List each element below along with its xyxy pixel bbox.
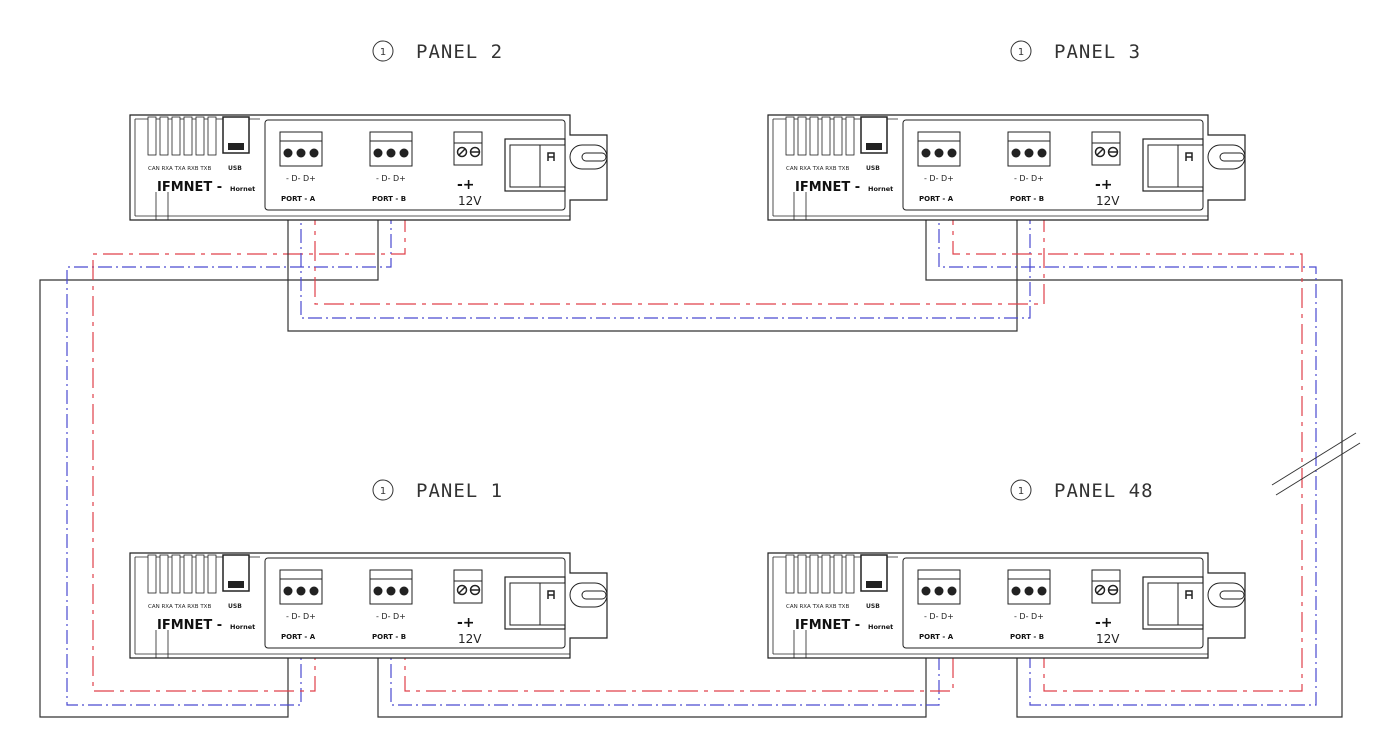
pin-labels-a: - D- D+	[924, 174, 954, 183]
port-b-label: PORT - B	[1010, 195, 1044, 203]
usb-label: USB	[228, 165, 242, 172]
brand-sub: Hornet	[868, 623, 893, 631]
wire-d-minus	[66, 205, 392, 706]
port-a-label: PORT - A	[281, 633, 316, 641]
led-labels: CAN RXA TXA RXB TXB	[786, 604, 849, 610]
voltage-label: 12V	[458, 194, 482, 208]
pin-labels-a: - D- D+	[286, 174, 316, 183]
panel-title-3: 1 PANEL 3	[1010, 40, 1141, 63]
pin-labels-a: - D- D+	[286, 612, 316, 621]
wire-ground	[925, 205, 1343, 718]
device-panel-2: CAN RXA TXA RXB TXB USB IFMNET - Hornet …	[129, 114, 608, 221]
panel-title: PANEL 1	[416, 480, 503, 502]
port-a-label: PORT - A	[281, 195, 316, 203]
device-panel-3: CAN RXA TXA RXB TXB USB IFMNET - Hornet …	[767, 114, 1246, 221]
pin-labels-b: - D- D+	[1014, 612, 1044, 621]
brand-label: IFMNET -	[157, 180, 222, 195]
brand-sub: Hornet	[868, 185, 893, 193]
wire-d-plus	[314, 205, 1045, 305]
brand-label: IFMNET -	[795, 618, 860, 633]
usb-label: USB	[228, 603, 242, 610]
led-labels: CAN RXA TXA RXB TXB	[148, 604, 211, 610]
device-panel-1: CAN RXA TXA RXB TXB USB IFMNET - Hornet …	[129, 552, 608, 659]
port-b-label: PORT - B	[372, 633, 406, 641]
panel-number-circle	[1010, 479, 1032, 501]
power-symbol: -+	[1095, 177, 1113, 193]
port-a-label: PORT - A	[919, 195, 954, 203]
wire-ground	[377, 640, 927, 718]
brand-label: IFMNET -	[157, 618, 222, 633]
power-symbol: -+	[457, 615, 475, 631]
wire-ground	[39, 205, 379, 718]
voltage-label: 12V	[1096, 194, 1120, 208]
wire-d-minus	[938, 205, 1317, 706]
led-labels: CAN RXA TXA RXB TXB	[786, 166, 849, 172]
voltage-label: 12V	[1096, 632, 1120, 646]
usb-label: USB	[866, 603, 880, 610]
panel-title-1: 1 PANEL 1	[372, 479, 503, 502]
wire-d-plus	[92, 205, 406, 692]
port-a-label: PORT - A	[919, 633, 954, 641]
panel-number-circle	[1010, 40, 1032, 62]
panel-title: PANEL 3	[1054, 41, 1141, 63]
wire-d-minus	[390, 640, 940, 706]
device-panel-48: CAN RXA TXA RXB TXB USB IFMNET - Hornet …	[767, 552, 1246, 659]
panel-number: 1	[1018, 486, 1024, 497]
panel-number-circle	[372, 479, 394, 501]
panel-title-2: 1 PANEL 2	[372, 40, 503, 63]
wire-d-minus	[300, 205, 1031, 319]
brand-sub: Hornet	[230, 623, 255, 631]
port-b-label: PORT - B	[1010, 633, 1044, 641]
break-mark	[1271, 432, 1361, 496]
wire-d-plus	[952, 205, 1303, 692]
panel-title: PANEL 48	[1054, 480, 1154, 502]
port-b-label: PORT - B	[372, 195, 406, 203]
wire-ground	[287, 205, 1018, 332]
usb-label: USB	[866, 165, 880, 172]
brand-sub: Hornet	[230, 185, 255, 193]
pin-labels-b: - D- D+	[1014, 174, 1044, 183]
power-symbol: -+	[457, 177, 475, 193]
wiring-layer	[39, 205, 1343, 718]
pin-labels-b: - D- D+	[376, 612, 406, 621]
panel-number-circle	[372, 40, 394, 62]
pin-labels-b: - D- D+	[376, 174, 406, 183]
voltage-label: 12V	[458, 632, 482, 646]
power-symbol: -+	[1095, 615, 1113, 631]
panel-number: 1	[380, 47, 386, 58]
panel-number: 1	[380, 486, 386, 497]
pin-labels-a: - D- D+	[924, 612, 954, 621]
panel-title: PANEL 2	[416, 41, 503, 63]
panel-title-48: 1 PANEL 48	[1010, 479, 1154, 502]
panel-number: 1	[1018, 47, 1024, 58]
wire-d-plus	[404, 640, 954, 692]
led-labels: CAN RXA TXA RXB TXB	[148, 166, 211, 172]
brand-label: IFMNET -	[795, 180, 860, 195]
